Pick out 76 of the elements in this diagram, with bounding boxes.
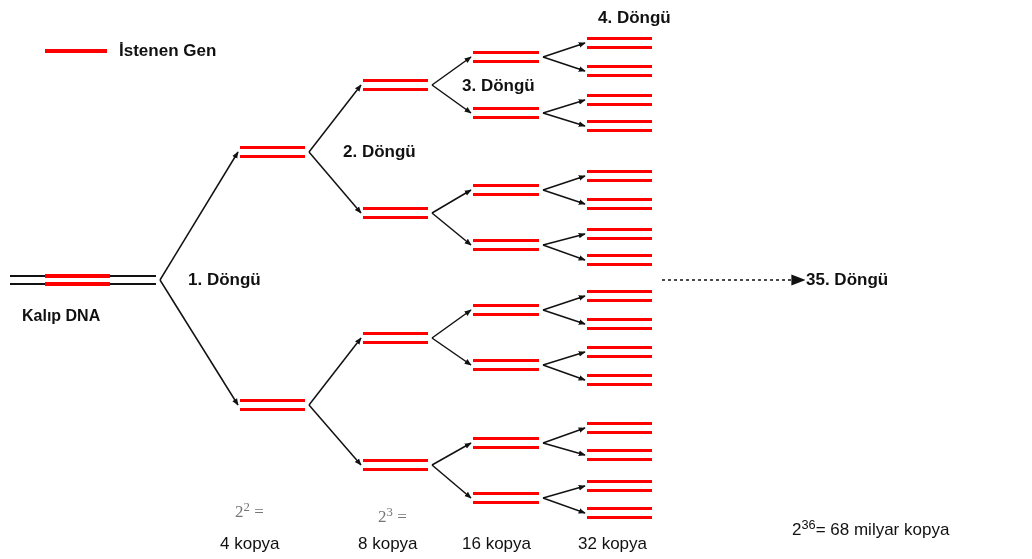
gene-copy [363,332,428,344]
gene-copy [240,399,305,411]
arrow [431,464,472,499]
arrow [431,337,472,366]
copy-count: 32 kopya [578,533,647,555]
gene-copy [473,107,539,119]
gene-copy [587,480,652,492]
gene-copy [587,290,652,302]
cycle-label: 2. Döngü [343,141,416,163]
gene-copy [473,51,539,63]
gene-copy [587,65,652,77]
arrow [542,485,586,499]
arrow [431,442,472,466]
arrow [542,232,586,246]
arrow [431,189,472,214]
gene-copy [587,318,652,330]
gene-copy [587,449,652,461]
arrow [542,351,586,366]
gene-copy [363,79,428,91]
gene-copy [587,374,652,386]
copy-count: 2$^{36}$= 68 milyar kopya [792,518,950,541]
gene-copy [587,198,652,210]
cycle-label: 3. Döngü [462,75,535,97]
arrow [308,337,362,406]
gene-copy [587,170,652,182]
arrow [661,274,806,286]
copy-count: 16 kopya [462,533,531,555]
arrow [542,112,586,127]
gene-copy [587,422,652,434]
gene-copy [587,346,652,358]
gene-copy [363,207,428,219]
gene-copy [587,94,652,106]
gene-copy [473,239,539,251]
arrow [542,364,586,381]
gene-copy [473,437,539,449]
arrow [542,244,586,261]
copy-count: 8 kopya [358,533,418,555]
arrow [159,151,239,281]
gene-copy [473,184,539,196]
arrow [542,442,586,456]
copy-count: 2$^{3}$ = [378,505,407,528]
gene-copy [587,120,652,132]
arrow [159,279,239,406]
gene-copy [363,459,428,471]
copy-count: 4 kopya [220,533,280,555]
arrow [542,295,586,311]
copy-count: 2$^{2}$ = [235,500,264,523]
arrow [542,189,586,205]
gene-copy [587,254,652,266]
gene-copy [240,146,305,158]
arrow [431,309,472,339]
gene-copy [587,37,652,49]
arrow [542,56,586,72]
gene-copy [473,492,539,504]
arrow [542,497,586,514]
gene-copy [587,228,652,240]
arrow [308,151,362,214]
cycle-label: 35. Döngü [806,268,889,292]
arrow [431,56,472,86]
arrow [542,427,586,444]
template-dna [10,273,156,287]
gene-copy [473,304,539,316]
node-caption: Kalıp DNA [22,306,101,326]
arrow [542,42,586,58]
arrow [542,175,586,191]
arrow [308,84,362,153]
cycle-label: 4. Döngü [598,7,671,29]
arrow [431,212,472,246]
arrow [308,404,362,466]
legend-text: İstenen Gen [119,40,217,62]
arrow [542,309,586,325]
gene-copy [473,359,539,371]
gene-copy [587,507,652,519]
cycle-label: 1. Döngü [188,269,261,291]
arrow [542,99,586,114]
arrow [431,84,472,114]
